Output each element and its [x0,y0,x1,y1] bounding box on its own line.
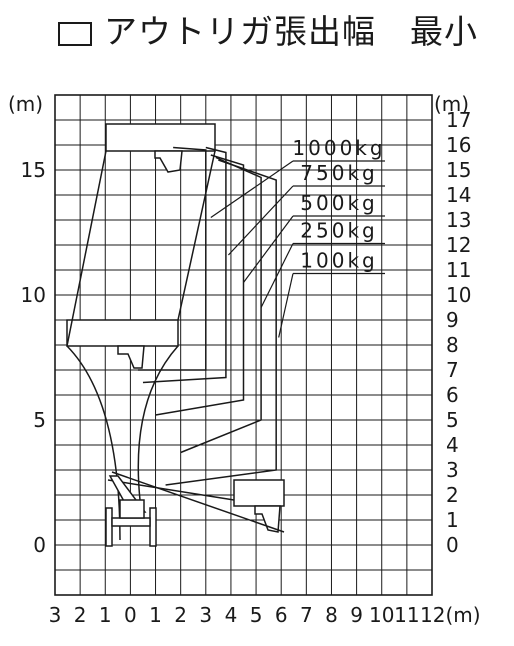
right-tick-label: 8 [446,333,459,357]
x-tick-label: 9 [350,603,363,627]
boom-silhouette [66,123,285,547]
x-tick-label: 3 [199,603,212,627]
left-tick-label: 15 [21,158,46,182]
right-axis-unit: (m) [434,92,470,116]
load-leader-line [260,243,294,308]
x-tick-label: 7 [300,603,313,627]
right-tick-label: 14 [446,183,471,207]
boom-head-mid [66,319,179,347]
load-label: 250kg [300,219,377,243]
x-tick-label: 6 [275,603,288,627]
load-label: 1000kg [292,136,385,160]
x-tick-label: 4 [225,603,238,627]
x-tick-label: 1 [99,603,112,627]
x-tick-label: 8 [325,603,338,627]
right-tick-label: 10 [446,283,471,307]
x-tick-label: 10 [369,603,394,627]
x-tick-label: 11 [394,603,419,627]
vehicle-body [119,499,145,519]
left-axis-ticks: 0 5 10 15 [21,158,46,557]
right-tick-label: 13 [446,208,471,232]
right-tick-label: 0 [446,533,459,557]
right-tick-label: 5 [446,408,459,432]
right-tick-label: 3 [446,458,459,482]
right-tick-label: 17 [446,108,471,132]
load-label: 500kg [300,191,377,215]
load-envelope [165,159,277,486]
x-tick-label: 2 [74,603,87,627]
left-axis-unit: (m) [8,92,44,116]
bucket-mid [117,345,145,369]
load-leader-line [210,160,294,218]
load-envelope [142,146,227,384]
x-tick-label: 5 [250,603,263,627]
right-tick-label: 4 [446,433,459,457]
vehicle-wheel-right [149,507,157,547]
x-tick-label: 0 [124,603,137,627]
left-tick-label: 0 [33,533,46,557]
load-envelope [180,156,262,454]
load-leader-line [227,185,294,256]
right-tick-label: 9 [446,308,459,332]
x-tick-label: 12(m) [420,603,481,627]
vehicle-axle [111,517,151,527]
bucket-low [254,505,281,533]
grid-border [54,94,433,596]
load-label: 750kg [300,161,377,185]
right-tick-label: 7 [446,358,459,382]
left-tick-label: 10 [21,283,46,307]
right-tick-label: 15 [446,158,471,182]
right-tick-label: 11 [446,258,471,282]
vehicle-wheel-left [105,507,113,547]
x-tick-label: 1 [149,603,162,627]
right-tick-label: 2 [446,483,459,507]
x-tick-label: 2 [174,603,187,627]
x-tick-label: 3 [49,603,62,627]
load-leader-line [278,273,294,338]
load-leader-line [243,215,294,283]
load-envelope [155,154,245,416]
outrigger-indicator-box [58,22,92,46]
right-tick-label: 6 [446,383,459,407]
boom-head-top [105,123,216,152]
right-tick-label: 16 [446,133,471,157]
right-tick-label: 1 [446,508,459,532]
bucket-top [154,150,183,173]
boom-head-low [233,479,285,507]
right-tick-label: 12 [446,233,471,257]
chart-title: アウトリガ張出幅 最小 [104,12,478,51]
load-envelope [137,146,207,371]
left-tick-label: 5 [33,408,46,432]
load-envelopes [137,146,277,486]
load-label: 100kg [300,249,377,273]
